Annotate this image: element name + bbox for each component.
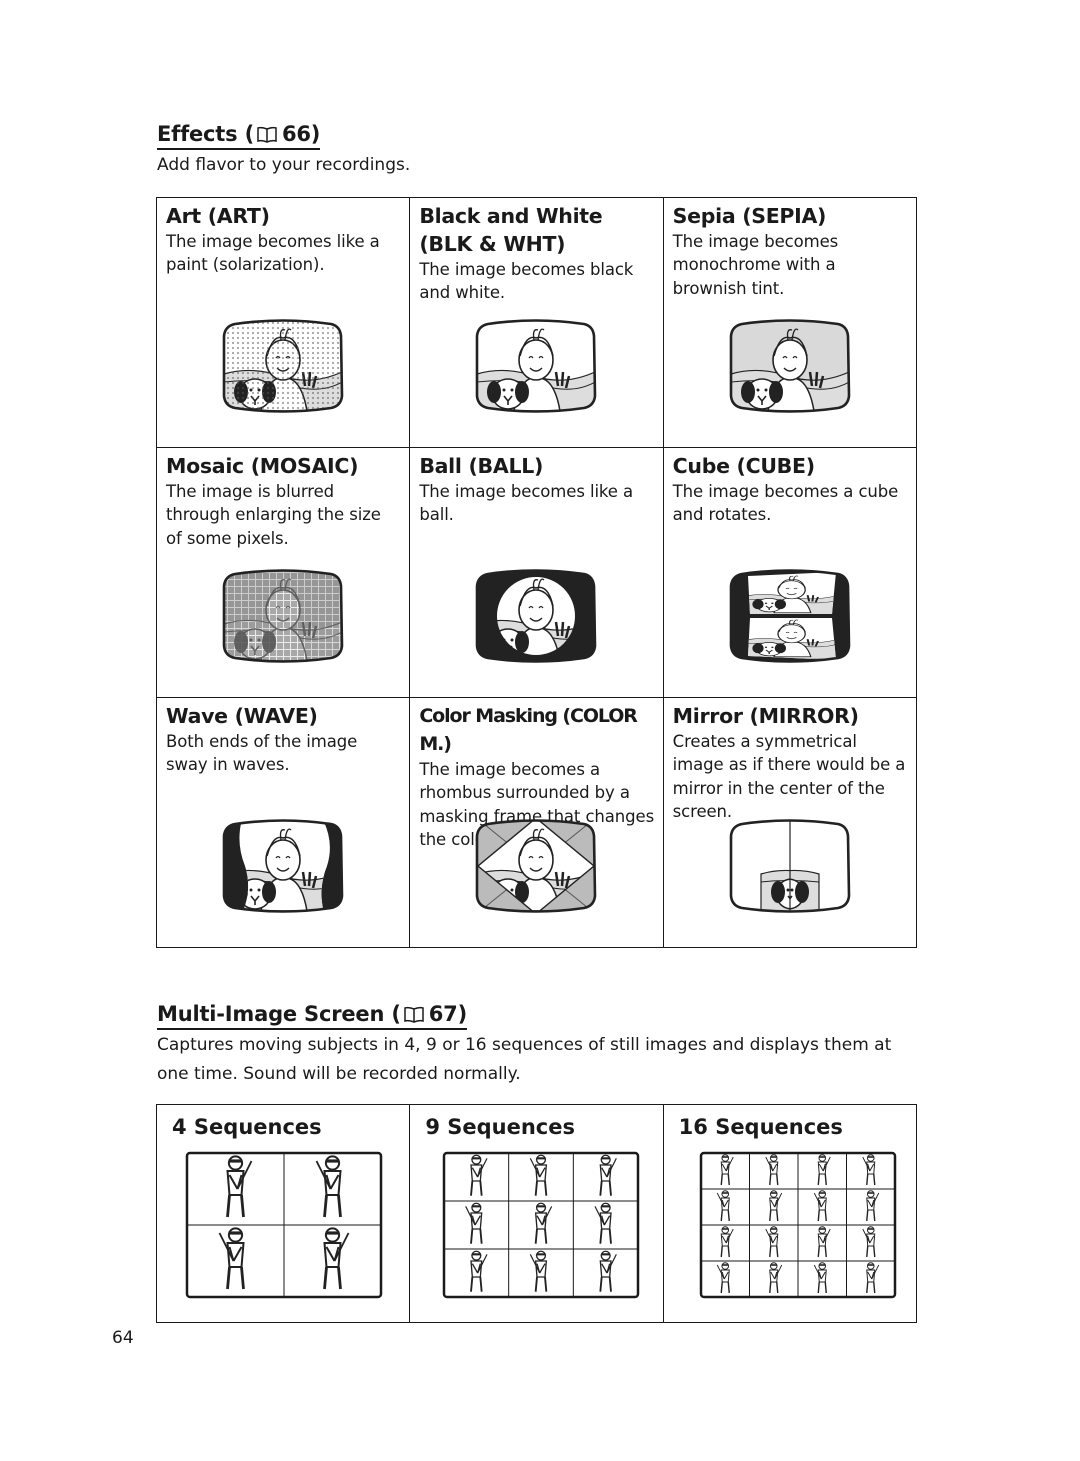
color-masking-effect-illustration <box>476 819 597 913</box>
sequence-title: 9 Sequences <box>425 1115 575 1139</box>
effects-table: Art (ART) The image becomes like a paint… <box>155 197 918 948</box>
effect-cell-mirror: Mirror (MIRROR) Creates a symmetrical im… <box>662 697 918 948</box>
art-effect-illustration <box>222 319 344 413</box>
page-number: 64 <box>112 1328 134 1348</box>
effects-ref-page: 66 <box>281 122 311 146</box>
sequence-title: 4 Sequences <box>172 1115 322 1139</box>
black-white-effect-illustration <box>476 319 597 413</box>
effect-cell-sepia: Sepia (SEPIA) The image becomes monochro… <box>662 197 918 448</box>
multi-image-description: Captures moving subjects in 4, 9 or 16 s… <box>157 1035 892 1084</box>
effect-description: The image becomes like a ball. <box>419 482 633 525</box>
effect-cell-color-masking: Color Masking (COLOR M.) The image becom… <box>409 697 664 948</box>
effect-title: Mirror (MIRROR) <box>672 704 859 728</box>
effect-cell-black-white: Black and White (BLK & WHT) The image be… <box>409 197 664 448</box>
effect-description: The image becomes a cube and rotates. <box>672 482 899 525</box>
multi-image-table: 4 Sequences 9 Sequences 16 Sequences <box>155 1104 918 1323</box>
multi-image-title-text: Multi-Image Screen <box>157 1002 385 1026</box>
book-reference-icon <box>257 126 277 143</box>
effect-title: Mosaic (MOSAIC) <box>166 454 359 478</box>
sequence-grid-16-illustration <box>699 1151 896 1299</box>
effect-description: Both ends of the image sway in waves. <box>166 732 358 775</box>
effects-description: Add flavor to your recordings. <box>157 155 411 175</box>
effect-title: Sepia (SEPIA) <box>672 204 827 228</box>
effect-description: Creates a symmetrical image as if there … <box>672 732 906 821</box>
sequence-cell-9: 9 Sequences <box>409 1104 664 1323</box>
sequence-title: 16 Sequences <box>678 1115 843 1139</box>
mosaic-effect-illustration <box>222 569 344 663</box>
sequence-cell-16: 16 Sequences <box>662 1104 918 1323</box>
effect-title: Black and White (BLK & WHT) <box>419 204 603 256</box>
sequence-grid-9-illustration <box>443 1151 640 1299</box>
effect-cell-art: Art (ART) The image becomes like a paint… <box>155 197 411 448</box>
effect-description: The image becomes a rhombus surrounded b… <box>419 760 655 849</box>
multi-image-title: Multi-Image Screen (67) <box>157 1001 467 1030</box>
sequence-cell-4: 4 Sequences <box>155 1104 411 1323</box>
effect-cell-wave: Wave (WAVE) Both ends of the image sway … <box>155 697 411 948</box>
mirror-effect-illustration <box>729 819 851 913</box>
effect-title: Ball (BALL) <box>419 454 544 478</box>
effect-title: Color Masking (COLOR M.) <box>419 705 638 755</box>
effect-description: The image becomes monochrome with a brow… <box>672 232 839 298</box>
effect-cell-mosaic: Mosaic (MOSAIC) The image is blurred thr… <box>155 447 411 698</box>
wave-effect-illustration <box>222 819 344 913</box>
cube-effect-illustration <box>729 569 851 663</box>
effects-title: Effects (66) <box>157 121 320 150</box>
effect-title: Cube (CUBE) <box>672 454 815 478</box>
book-reference-icon <box>403 1006 424 1023</box>
effect-title: Wave (WAVE) <box>166 704 318 728</box>
sequence-grid-4-illustration <box>185 1151 383 1299</box>
effect-cell-cube: Cube (CUBE) The image becomes a cube and… <box>662 447 918 698</box>
effect-description: The image becomes black and white. <box>419 260 634 303</box>
ball-effect-illustration <box>476 569 597 663</box>
effects-title-text: Effects <box>157 122 238 146</box>
effect-description: The image is blurred through enlarging t… <box>166 482 381 548</box>
effect-cell-ball: Ball (BALL) The image becomes like a bal… <box>409 447 664 698</box>
effect-description: The image becomes like a paint (solariza… <box>166 232 380 275</box>
effect-title: Art (ART) <box>166 204 270 228</box>
multi-image-ref-page: 67 <box>428 1002 458 1026</box>
sepia-effect-illustration <box>729 319 851 413</box>
